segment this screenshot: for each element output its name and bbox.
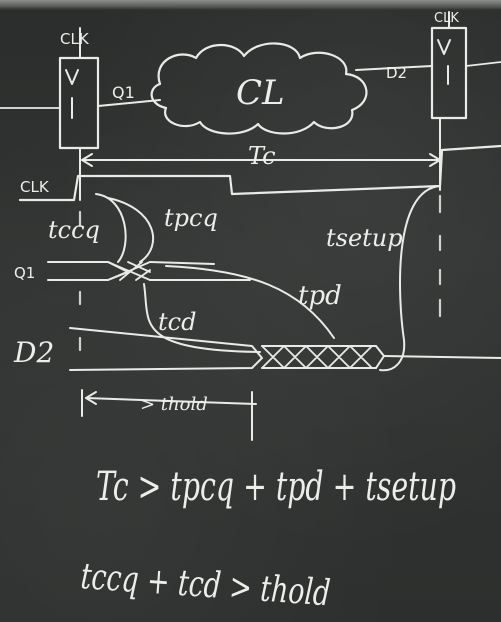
clk-label-wave: CLK <box>20 178 50 196</box>
register-1 <box>0 27 100 201</box>
tc-label: Tc <box>248 142 276 170</box>
tcd-label: tcd <box>158 308 196 336</box>
q1-waveform <box>47 261 251 281</box>
thold-label: > thold <box>140 394 208 415</box>
logic-cloud <box>97 42 433 135</box>
d2-wave-label: D2 <box>13 336 54 369</box>
d2-wire-label: D2 <box>386 64 407 82</box>
tc-span <box>81 153 441 167</box>
thold-span <box>81 389 257 441</box>
clk-label-reg1: CLK <box>60 30 90 48</box>
tccq-label: tccq <box>48 216 100 244</box>
timing-arrows <box>95 185 441 372</box>
tsetup-label: tsetup <box>326 224 403 252</box>
clk-waveform <box>18 144 501 202</box>
setup-equation: Tc > tpcq + tpd + tsetup <box>96 464 456 510</box>
q1-wire-label: Q1 <box>112 83 135 102</box>
tpd-label: tpd <box>298 281 342 311</box>
board-top-edge <box>0 0 501 10</box>
q1-wave-label: Q1 <box>14 264 35 282</box>
clk-label-reg2: CLK <box>434 11 459 26</box>
logic-cloud-label: CL <box>236 73 285 113</box>
hold-equation: tccq + tcd > thold <box>79 556 331 614</box>
d2-waveform <box>69 327 501 371</box>
reference-dashes <box>78 194 442 352</box>
tpcq-label: tpcq <box>164 204 218 232</box>
